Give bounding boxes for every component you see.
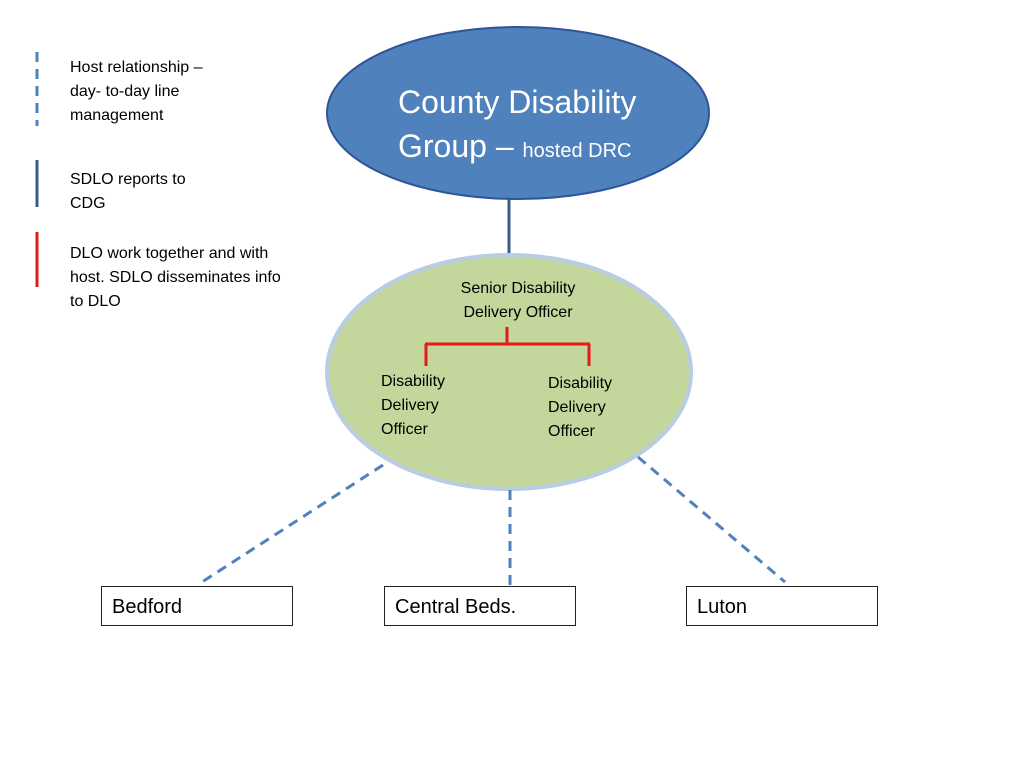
officer-left-label: Disability Delivery Officer [381, 373, 446, 438]
officer-right-label: Disability Delivery Officer [548, 375, 613, 440]
bedford-box: Bedford [101, 586, 293, 626]
bedford-label: Bedford [112, 596, 183, 618]
central-beds-box: Central Beds. [384, 586, 576, 626]
legend-solid-label: SDLO reports to CDG [70, 171, 186, 212]
county-disability-group-main: County Disability Group – [398, 84, 637, 164]
officer-bracket [424, 327, 591, 366]
luton-box: Luton [686, 586, 878, 626]
senior-officer-label: Senior Disability Delivery Officer [460, 280, 576, 321]
delivery-team-ellipse [325, 253, 693, 491]
county-disability-group-subtitle: hosted DRC [522, 140, 632, 162]
county-disability-group-title: County Disability Group – hosted DRC [398, 80, 698, 173]
legend-dashed-label: Host relationship – day- to-day line man… [70, 59, 203, 124]
luton-label: Luton [697, 596, 748, 618]
dashed-connector-luton [637, 455, 786, 584]
county-disability-group-ellipse [326, 26, 710, 200]
legend-red-label: DLO work together and with host. SDLO di… [70, 245, 281, 310]
central-beds-label: Central Beds. [395, 596, 517, 618]
dashed-connector-bedford [201, 463, 384, 584]
